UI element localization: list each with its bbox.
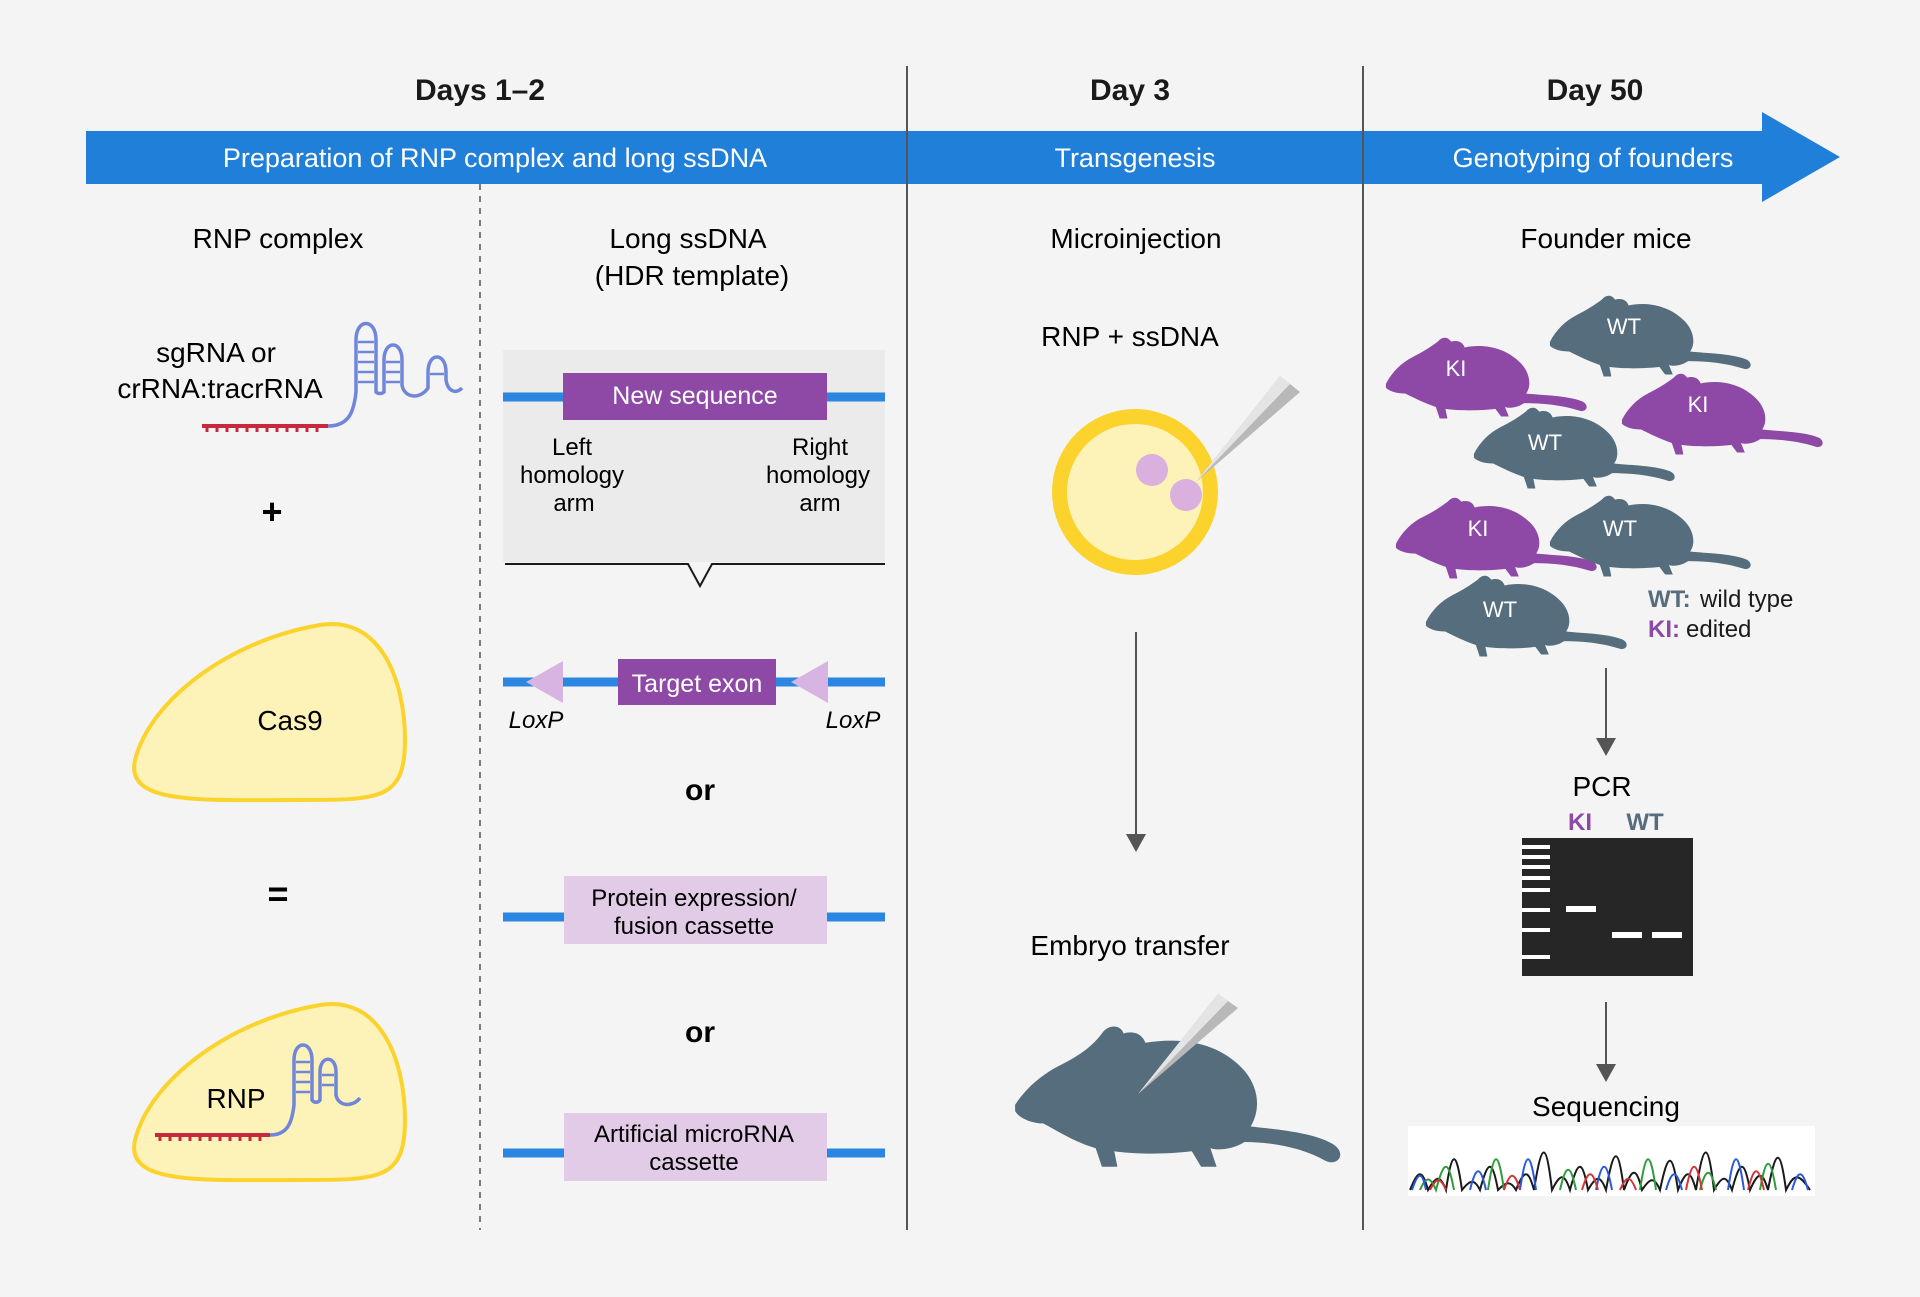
pcr-wt-label: WT bbox=[1626, 809, 1664, 836]
founder-mouse-wt-1: WT bbox=[1549, 295, 1751, 377]
right-arm-line2: homology bbox=[766, 462, 870, 489]
ssdna-title-line2: (HDR template) bbox=[595, 260, 789, 291]
pcr-ki-label: KI bbox=[1568, 809, 1592, 836]
legend-wt-text: wild type bbox=[1699, 586, 1793, 613]
pcr-arrow-head bbox=[1596, 738, 1616, 756]
recipient-mouse-icon bbox=[1015, 994, 1341, 1167]
cas9-label: Cas9 bbox=[257, 705, 322, 736]
transgenesis-arrow-head bbox=[1126, 834, 1146, 852]
microinjection-label: Microinjection bbox=[1050, 223, 1221, 254]
founder-mouse-wt-4: WT bbox=[1425, 575, 1627, 657]
founder-mouse-wt-2: WT bbox=[1473, 407, 1675, 489]
protein-cassette-line2: fusion cassette bbox=[614, 913, 774, 940]
header-days-1-2: Days 1–2 bbox=[415, 74, 545, 107]
sequencing-arrow-head bbox=[1596, 1064, 1616, 1082]
microinjection-pipette-icon bbox=[1196, 376, 1300, 482]
founder-mouse-ki-1: KI bbox=[1385, 337, 1587, 419]
embryo-transfer-label: Embryo transfer bbox=[1030, 930, 1229, 961]
pcr-label: PCR bbox=[1572, 771, 1631, 802]
svg-text:KI: KI bbox=[1446, 356, 1467, 381]
or-label-1: or bbox=[685, 774, 715, 807]
rnp-complex-icon bbox=[132, 1001, 408, 1183]
target-exon-label: Target exon bbox=[632, 670, 763, 698]
genotype-legend: WT: wild type KI: edited bbox=[1648, 586, 1793, 643]
svg-text:KI: KI bbox=[1468, 516, 1489, 541]
guide-label-line2: crRNA:tracrRNA bbox=[117, 373, 323, 404]
founder-mice-title: Founder mice bbox=[1520, 223, 1691, 254]
svg-text:WT: WT bbox=[1528, 430, 1562, 455]
rnp-ssdna-label: RNP + ssDNA bbox=[1041, 321, 1219, 352]
founder-mouse-ki-3: KI bbox=[1395, 497, 1597, 579]
loxp-right-label: LoxP bbox=[826, 707, 881, 734]
left-arm-line2: homology bbox=[520, 462, 624, 489]
founder-mouse-wt-3: WT bbox=[1549, 495, 1751, 577]
sequencing-label: Sequencing bbox=[1532, 1091, 1680, 1122]
legend-ki-text: edited bbox=[1686, 616, 1751, 643]
founder-mouse-ki-2: KI bbox=[1621, 373, 1823, 455]
loxp-left-label: LoxP bbox=[509, 707, 564, 734]
microrna-cassette bbox=[503, 1113, 885, 1181]
embryo-icon bbox=[1052, 409, 1218, 575]
rnp-title: RNP complex bbox=[193, 223, 364, 254]
guide-rna-icon bbox=[202, 321, 464, 432]
timeline-arrow bbox=[86, 112, 1840, 202]
microrna-cassette-line1: Artificial microRNA bbox=[594, 1121, 794, 1148]
svg-text:KI: KI bbox=[1688, 392, 1709, 417]
sequencing-chromatogram bbox=[1408, 1126, 1815, 1196]
timeline-genotyping: Genotyping of founders bbox=[1453, 143, 1734, 173]
svg-text:WT: WT bbox=[1483, 597, 1517, 622]
homology-arm-diagram bbox=[503, 350, 885, 589]
header-day-3: Day 3 bbox=[1090, 74, 1170, 107]
left-arm-line3: arm bbox=[553, 490, 594, 517]
right-arm-line1: Right bbox=[792, 434, 848, 461]
cas9-blob bbox=[132, 621, 408, 803]
svg-text:WT: WT bbox=[1603, 516, 1637, 541]
right-arm-line3: arm bbox=[799, 490, 840, 517]
protein-cassette-line1: Protein expression/ bbox=[591, 885, 797, 912]
svg-text:WT: WT bbox=[1607, 314, 1641, 339]
ssdna-title-line1: Long ssDNA bbox=[609, 223, 767, 254]
plus-sign: + bbox=[261, 491, 282, 532]
loxp-construct bbox=[503, 659, 885, 705]
protein-cassette bbox=[503, 876, 885, 944]
new-sequence-label: New sequence bbox=[612, 382, 777, 410]
left-arm-line1: Left bbox=[552, 434, 592, 461]
equals-sign: = bbox=[267, 873, 288, 914]
header-day-50: Day 50 bbox=[1547, 74, 1644, 107]
microrna-cassette-line2: cassette bbox=[649, 1149, 738, 1176]
timeline-prep: Preparation of RNP complex and long ssDN… bbox=[223, 143, 767, 173]
pcr-gel bbox=[1522, 838, 1693, 976]
guide-label-line1: sgRNA or bbox=[156, 337, 276, 368]
or-label-2: or bbox=[685, 1016, 715, 1049]
legend-wt-key: WT: bbox=[1648, 586, 1691, 613]
timeline-transgenesis: Transgenesis bbox=[1054, 143, 1215, 173]
rnp-label: RNP bbox=[206, 1083, 265, 1114]
legend-ki-key: KI: bbox=[1648, 616, 1680, 643]
